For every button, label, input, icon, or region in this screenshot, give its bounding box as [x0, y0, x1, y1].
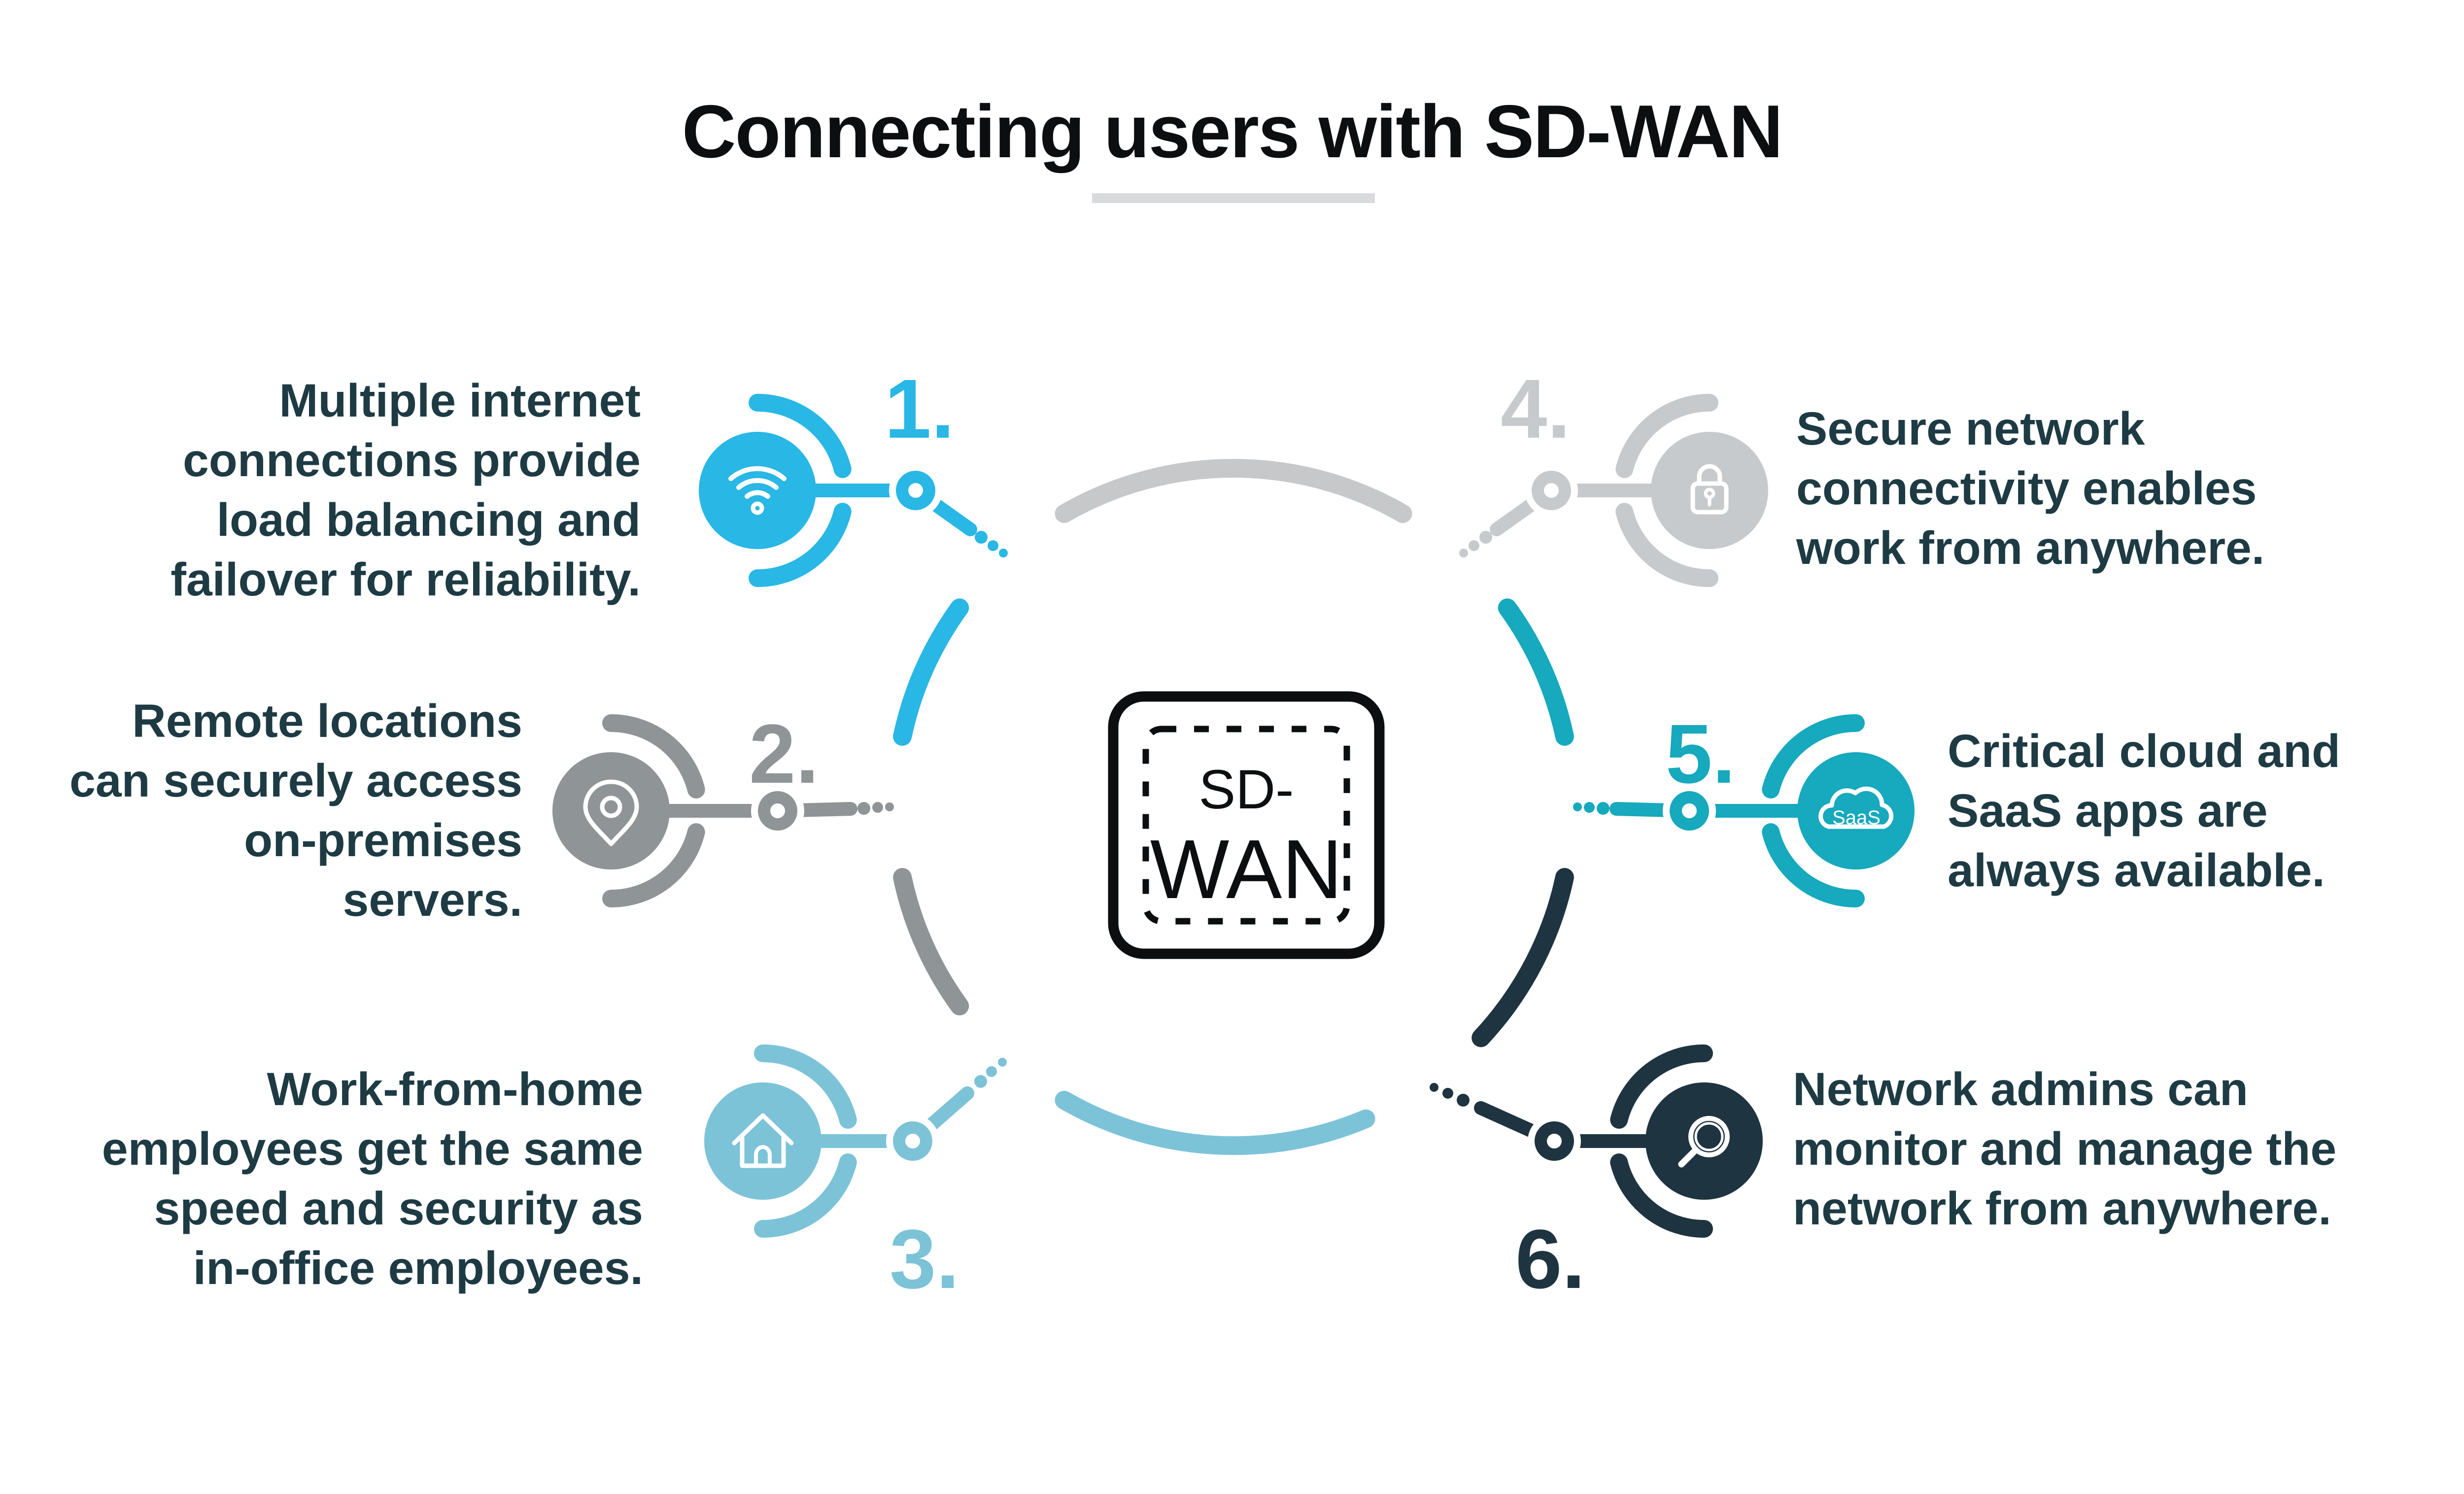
item-5-dot [1597, 802, 1609, 815]
ring-segment-teal [1498, 598, 1574, 746]
text-line: work from anywhere. [1796, 522, 2265, 574]
item-6-dot [1457, 1094, 1470, 1107]
sdwan-box-dashed-border [1142, 726, 1350, 925]
text-line: Network admins can [1793, 1063, 2248, 1115]
item-4-description: Secure network connectivity enables work… [1796, 399, 2442, 578]
text-line: monitor and manage the [1793, 1123, 2337, 1175]
item-4-dot [1459, 549, 1468, 557]
item-6-icon-circle [1645, 1082, 1763, 1200]
text-line: load balancing and [216, 494, 641, 546]
text-line: network from anywhere. [1793, 1182, 2331, 1235]
text-line: connections provide [182, 434, 641, 486]
item-1-icon-arc [749, 394, 852, 587]
item-3-dot [998, 1058, 1007, 1067]
item-6-icon-arc [1610, 1044, 1713, 1238]
item-3-description: Work-from-home employees get the same sp… [44, 1060, 643, 1298]
item-1-description: Multiple internet connections provide lo… [74, 371, 641, 610]
text-line: employees get the same [102, 1123, 643, 1175]
item-2-dot [885, 802, 894, 811]
title-underline-bar [1092, 193, 1375, 203]
item-4-group [1459, 394, 1768, 587]
text-line: Work-from-home [267, 1063, 643, 1115]
text-line: can securely access [69, 755, 522, 807]
item-1-dot [975, 531, 988, 544]
item-6-description: Network admins can monitor and manage th… [1793, 1060, 2453, 1239]
item-5-group: SaaS [1573, 714, 1915, 907]
location-pin-icon [583, 779, 639, 846]
item-5-number: 5. [1666, 707, 1736, 801]
magnifier-icon [1678, 1116, 1730, 1168]
item-1-number: 1. [885, 362, 955, 456]
item-6-dot [1430, 1083, 1438, 1092]
item-1-dot [988, 540, 998, 551]
item-2-number: 2. [749, 707, 819, 801]
sdwan-box-outer-border [1108, 691, 1385, 959]
item-1-group [699, 394, 1008, 587]
item-3-number: 3. [890, 1213, 959, 1306]
sdwan-center-box: SD- WAN [1108, 691, 1385, 959]
ring-segment-lightblue [1055, 1091, 1375, 1155]
item-5-node-hole [1682, 803, 1697, 818]
text-line: Remote locations [132, 695, 522, 747]
text-line: on-premises [244, 814, 522, 867]
item-2-dot [872, 802, 883, 813]
item-2-icon-circle [552, 752, 670, 869]
central-ring [893, 459, 1574, 1155]
item-5-description: Critical cloud and SaaS apps are always … [1948, 722, 2445, 901]
wifi-icon [728, 466, 787, 515]
item-5-dot [1573, 802, 1582, 811]
item-6-group [1430, 1044, 1763, 1238]
item-3-dot [986, 1066, 997, 1077]
page-title: Connecting users with SD-WAN [682, 90, 1783, 174]
text-line: failover for reliability. [171, 554, 641, 606]
item-1-node-hole [908, 483, 923, 498]
item-6-number: 6. [1515, 1213, 1585, 1306]
text-line: Critical cloud and [1948, 725, 2341, 777]
item-4-number: 4. [1501, 362, 1571, 456]
text-line: in-office employees. [193, 1242, 643, 1294]
text-line: speed and security as [154, 1182, 643, 1235]
item-3-node-hole [905, 1134, 920, 1148]
sdwan-label-line2: WAN [1150, 823, 1342, 916]
item-2-node-hole [770, 803, 785, 818]
item-4-dot [1469, 540, 1479, 551]
text-line: servers. [342, 874, 522, 926]
item-4-node-hole [1544, 483, 1559, 498]
item-3-group [704, 1044, 1007, 1238]
ring-segment-top-gray [1055, 459, 1412, 523]
item-1-dot [999, 549, 1008, 557]
item-5-icon-arc [1762, 714, 1865, 907]
item-6-dot [1442, 1088, 1453, 1099]
ring-segment-cyan [893, 598, 969, 746]
ring-segment-dark [1472, 868, 1574, 1047]
house-icon [732, 1113, 794, 1168]
item-2-icon-arc [602, 714, 705, 907]
text-line: connectivity enables [1796, 462, 2257, 515]
text-line: Multiple internet [279, 375, 641, 427]
saas-cloud-icon: SaaS [1818, 786, 1894, 829]
item-2-dot [857, 802, 870, 815]
item-4-dot [1479, 531, 1492, 544]
item-3-dot [974, 1075, 987, 1088]
item-6-node-hole [1547, 1134, 1562, 1148]
item-2-description: Remote locations can securely access on-… [0, 692, 522, 930]
item-4-icon-arc [1615, 394, 1718, 587]
text-line: SaaS apps are [1948, 785, 2268, 837]
item-3-icon-arc [754, 1044, 857, 1238]
item-5-icon-circle [1797, 752, 1915, 869]
sdwan-label-line1: SD- [1199, 759, 1294, 820]
text-line: always available. [1948, 844, 2325, 897]
item-5-dot [1584, 802, 1595, 813]
padlock-icon [1690, 464, 1729, 515]
item-2-group [552, 714, 894, 907]
saas-icon-label: SaaS [1832, 807, 1881, 829]
text-line: Secure network [1796, 403, 2145, 455]
item-3-icon-circle [704, 1082, 821, 1200]
ring-segment-gray [893, 868, 969, 1015]
